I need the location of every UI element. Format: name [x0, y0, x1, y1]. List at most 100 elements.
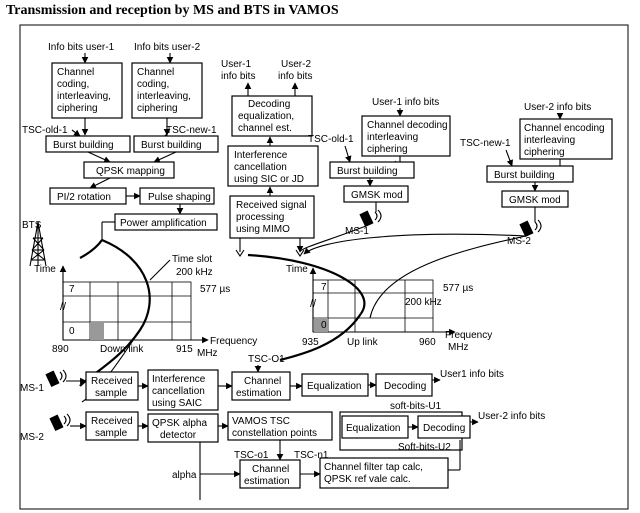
interference-cancellation-sic-box: [227, 145, 319, 187]
info-bits-user2-label: Info bits user-2: [134, 42, 201, 53]
bts-tx-link: [79, 239, 103, 259]
ms1-uplink-arrow: [296, 225, 367, 253]
uplink-row7: 7: [321, 282, 327, 293]
channel-coding-user1-text: Channel coding, interleaving, ciphering: [57, 67, 114, 114]
saic-box: [147, 369, 219, 411]
ms1-channel-decoding-box: [361, 115, 451, 157]
downlink-time-label: Time: [34, 264, 56, 275]
decoding-equalization-box: [231, 95, 313, 137]
saic-text: Interference cancellation using SAIC: [152, 374, 208, 409]
qpsk-mapping-text: QPSK mapping: [96, 166, 165, 177]
ms2-channel-encoding-box: [519, 118, 613, 160]
downlink-row0: 0: [69, 326, 75, 337]
uplink-break: //: [310, 298, 317, 310]
interference-cancellation-sic-text: Interference cancellation using SIC or J…: [234, 150, 304, 185]
user2-info-bits-output: User-2 info bits: [478, 411, 545, 422]
ms2-burst-building-text: Burst building: [494, 170, 555, 181]
ms1-channel-estimation-box: [231, 371, 291, 401]
rx-user2-label: User-2 info bits: [278, 59, 314, 82]
decoding-equalization-text: Decoding equalization, channel est.: [238, 99, 297, 134]
ms1-transmitter: User-1 info bits Channel decoding interl…: [308, 97, 451, 237]
alpha-label: alpha: [172, 470, 197, 481]
qpsk-alpha-detector-text: QPSK alpha detector: [152, 418, 210, 441]
ms1-received-sample-box: [85, 371, 139, 401]
bts-label: BTS: [22, 220, 42, 231]
uplink-577us-label: 577 µs: [443, 283, 473, 294]
uplink-curve: [247, 253, 366, 362]
pulse-shaping-box: [139, 187, 215, 205]
ms2-tx-label: MS-2: [507, 236, 531, 247]
uplink-frequency-label: Frequency: [445, 330, 492, 341]
qpsk-alpha-detector-box: [147, 413, 219, 443]
ms1-channel-decoding-text: Channel decoding interleaving ciphering: [367, 120, 450, 155]
received-signal-mimo-box: [229, 195, 315, 239]
uplink-mhz-label: MHz: [448, 342, 469, 353]
pulse-shaping-text: Pulse shaping: [148, 192, 211, 203]
uplink-960: 960: [419, 337, 436, 348]
user1-info-bits-output: User1 info bits: [440, 369, 504, 380]
ms1-phone-icon: [359, 209, 382, 228]
ms1-channel-estimation-text: Channel estimation: [236, 376, 284, 399]
ms1-rx-phone-icon: [45, 369, 67, 388]
downlink-577us-label: 577 µs: [200, 284, 230, 295]
ms2-info-bits-label: User-2 info bits: [524, 102, 591, 113]
ms1-burst-building-box: [329, 161, 415, 179]
pi2-rotation-text: PI/2 rotation: [57, 192, 111, 203]
ms2-received-sample-text: Received sample: [91, 416, 135, 439]
ms2-decoding-text: Decoding: [423, 423, 465, 434]
downlink-frequency-label: Frequency: [210, 336, 257, 347]
diagram-frame: [19, 24, 629, 510]
downlink-label: Down link: [100, 344, 144, 355]
diagram-title: Transmission and reception by MS and BTS…: [6, 3, 339, 18]
ms1-decoding-text: Decoding: [384, 381, 426, 392]
ms1-burst-building-text: Burst building: [337, 166, 398, 177]
soft-bits-u1-label: soft-bits-U1: [390, 401, 442, 412]
rx-user1-label: User-1 info bits: [221, 59, 255, 82]
channel-coding-user2-text: Channel coding, interleaving, ciphering: [137, 67, 194, 114]
channel-filter-tap-box: [319, 457, 449, 489]
ms2-gmsk-mod-text: GMSK mod: [509, 195, 561, 206]
ms1-rx-label: MS-1: [20, 383, 44, 394]
ms2-transmitter: User-2 info bits Channel encoding interl…: [460, 102, 613, 247]
downlink-active-slot: [90, 322, 104, 340]
uplink-row0: 0: [321, 320, 327, 331]
ms2-burst-building-box: [486, 165, 574, 183]
ms-receivers: MS-1 MS-2 Received sample Interference c…: [20, 354, 545, 500]
ms2-decoding-box: [417, 415, 471, 439]
vamos-tsc-constellation-box: [227, 411, 333, 441]
downlink-chart: Time 7 0 // Time slot 200 kHz 577 µs 890…: [34, 254, 257, 359]
uplink-935: 935: [302, 337, 319, 348]
ms2-to-bts-arrow: [303, 233, 527, 255]
ms1-tsc-old1-label: TSC-old-1: [308, 134, 354, 145]
uplink-time-label: Time: [286, 264, 308, 275]
tsc-new1-label: TSC-new-1: [166, 125, 217, 136]
uplink-active-slot: [314, 318, 328, 332]
channel-filter-tap-text: Channel filter tap calc, QPSK ref vale c…: [324, 462, 426, 485]
downlink-row7: 7: [69, 284, 75, 295]
power-amplification-text: Power amplification: [120, 218, 207, 229]
channel-coding-user1-box: [51, 62, 123, 119]
uplink-200khz-label: 200 kHz: [405, 297, 442, 308]
ms2-uplink-line: [369, 235, 527, 319]
soft-bits-u2-label: Soft-bits-U2: [398, 442, 451, 453]
uplink-chart: Time 7 0 // 577 µs 200 kHz 935 Up link 9…: [286, 264, 492, 353]
downlink-915: 915: [176, 344, 193, 355]
ms2-tsc-new1-label: TSC-new-1: [460, 138, 511, 149]
burst-building-user2-text: Burst building: [141, 140, 202, 151]
bts-tower-icon: [29, 221, 47, 267]
ms2-channel-encoding-text: Channel encoding interleaving ciphering: [524, 123, 607, 158]
tsc-old1-label: TSC-old-1: [22, 125, 68, 136]
info-bits-user1-label: Info bits user-1: [48, 42, 115, 53]
downlink-break: //: [60, 301, 67, 313]
ms2-channel-estimation-text: Channel estimation: [244, 464, 292, 487]
ms2-rx-label: MS-2: [20, 432, 44, 443]
ms2-rx-phone-icon: [49, 413, 71, 432]
bts-receiver: User-1 info bits User-2 info bits Decodi…: [221, 59, 319, 257]
uplink-label: Up link: [347, 337, 379, 348]
tsc-o1-label: TSC-o1: [234, 450, 269, 461]
ms1-tx-label: MS-1: [345, 226, 369, 237]
ms2-equalization-text: Equalization: [346, 423, 400, 434]
vamos-tsc-constellation-text: VAMOS TSC constellation points: [232, 416, 317, 439]
downlink-890: 890: [52, 344, 69, 355]
channel-coding-user2-box: [131, 62, 203, 119]
